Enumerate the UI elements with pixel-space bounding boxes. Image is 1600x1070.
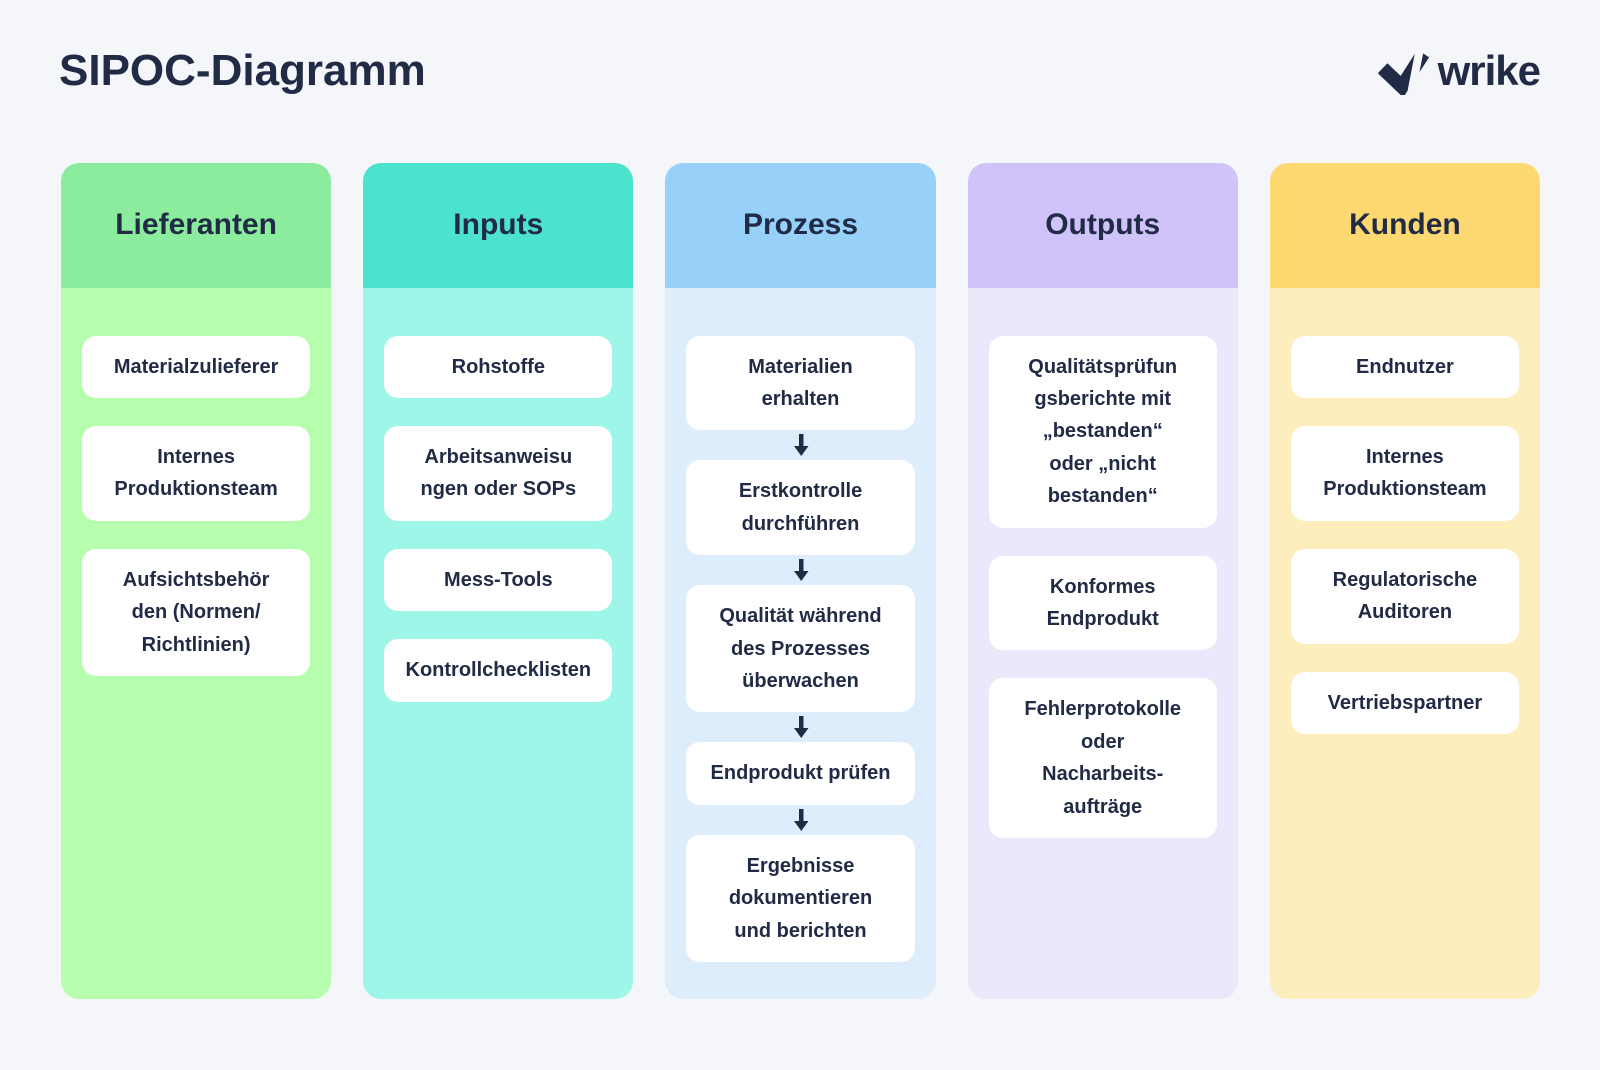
column-header-outputs: Outputs	[967, 162, 1238, 288]
card: Arbeitsanweisu ngen oder SOPs	[384, 425, 613, 521]
card-text: Fehlerprotokolle oder Nacharbeits- auftr…	[1024, 698, 1182, 818]
card-text: Aufsichtsbehör den (Normen/ Richtlinien)	[122, 568, 270, 656]
card: Konformes Endprodukt	[988, 555, 1217, 651]
card-text: Qualitätsprüfun gsberichte mit „bestande…	[1028, 355, 1178, 508]
card-text: Mess-Tools	[444, 568, 553, 591]
card: Rohstoffe	[384, 335, 613, 398]
column-body-prozess: Materialien erhalten Erstkontrolle durch…	[665, 287, 936, 999]
process-step-card: Materialien erhalten	[686, 335, 915, 431]
card-text: Endprodukt prüfen	[710, 762, 891, 785]
card-text: Arbeitsanweisu ngen oder SOPs	[420, 445, 577, 501]
card: Materialzulieferer	[82, 335, 311, 398]
column-kunden: Kunden Endnutzer Internes Produktionstea…	[1269, 162, 1541, 999]
column-outputs: Outputs Qualitätsprüfun gsberichte mit „…	[967, 162, 1238, 999]
card: Aufsichtsbehör den (Normen/ Richtlinien)	[82, 548, 311, 676]
header: SIPOC-Diagramm wrike	[0, 0, 1600, 97]
column-prozess: Prozess Materialien erhalten Erstkontrol…	[665, 162, 936, 999]
column-body-inputs: Rohstoffe Arbeitsanweisu ngen oder SOPs …	[363, 287, 634, 999]
card-text: Materialien erhalten	[748, 355, 853, 410]
card-text: Materialzulieferer	[113, 355, 279, 378]
card-text: Ergebnisse dokumentieren und berichten	[728, 854, 873, 942]
wrike-logo-text: wrike	[1437, 47, 1541, 95]
column-body-lieferanten: Materialzulieferer Internes Produktionst…	[61, 287, 332, 999]
card-text: Kontrollchecklisten	[405, 659, 592, 682]
card-text: Konformes Endprodukt	[1046, 575, 1159, 630]
column-lieferanten: Lieferanten Materialzulieferer Internes …	[61, 162, 332, 999]
card: Vertriebspartner	[1290, 671, 1520, 734]
page-title: SIPOC-Diagramm	[59, 46, 426, 95]
column-label: Outputs	[1045, 208, 1161, 242]
card-text: Endnutzer	[1356, 355, 1454, 378]
card-text: Internes Produktionsteam	[1323, 445, 1487, 501]
card-text: Qualität während des Prozesses überwache…	[719, 605, 882, 692]
column-header-lieferanten: Lieferanten	[61, 162, 332, 288]
process-step-card: Endprodukt prüfen	[686, 742, 915, 805]
card: Fehlerprotokolle oder Nacharbeits- auftr…	[988, 678, 1217, 838]
arrow-down-icon	[686, 434, 914, 457]
card-text: Vertriebspartner	[1327, 691, 1483, 714]
card-text: Rohstoffe	[451, 355, 545, 378]
column-label: Inputs	[453, 208, 544, 242]
column-header-inputs: Inputs	[363, 162, 634, 288]
sipoc-board: Lieferanten Materialzulieferer Internes …	[0, 162, 1600, 999]
card-text: Regulatorische Auditoren	[1332, 568, 1478, 624]
card-text: Internes Produktionsteam	[114, 445, 278, 501]
column-label: Kunden	[1349, 208, 1461, 242]
card-text: Erstkontrolle durchführen	[738, 480, 863, 535]
card: Endnutzer	[1290, 335, 1520, 398]
arrow-down-icon	[686, 808, 914, 831]
card: Internes Produktionsteam	[1290, 425, 1520, 521]
column-header-prozess: Prozess	[665, 162, 936, 288]
wrike-logo: wrike	[1374, 47, 1541, 96]
card: Internes Produktionsteam	[82, 425, 311, 521]
process-step-card: Erstkontrolle durchführen	[686, 460, 915, 556]
column-inputs: Inputs Rohstoffe Arbeitsanweisu ngen ode…	[363, 162, 634, 999]
arrow-down-icon	[686, 559, 914, 582]
column-body-kunden: Endnutzer Internes Produktionsteam Regul…	[1269, 287, 1541, 999]
card: Mess-Tools	[384, 548, 613, 612]
card: Regulatorische Auditoren	[1290, 548, 1520, 644]
column-label: Prozess	[742, 208, 859, 242]
arrow-down-icon	[686, 716, 914, 739]
column-header-kunden: Kunden	[1269, 162, 1541, 288]
column-label: Lieferanten	[115, 208, 277, 242]
card: Qualitätsprüfun gsberichte mit „bestande…	[988, 335, 1217, 528]
process-step-card: Qualität während des Prozesses überwache…	[686, 585, 915, 713]
column-body-outputs: Qualitätsprüfun gsberichte mit „bestande…	[967, 287, 1238, 999]
wrike-check-icon	[1377, 47, 1429, 96]
process-step-card: Ergebnisse dokumentieren und berichten	[686, 834, 915, 962]
card: Kontrollchecklisten	[384, 639, 613, 702]
